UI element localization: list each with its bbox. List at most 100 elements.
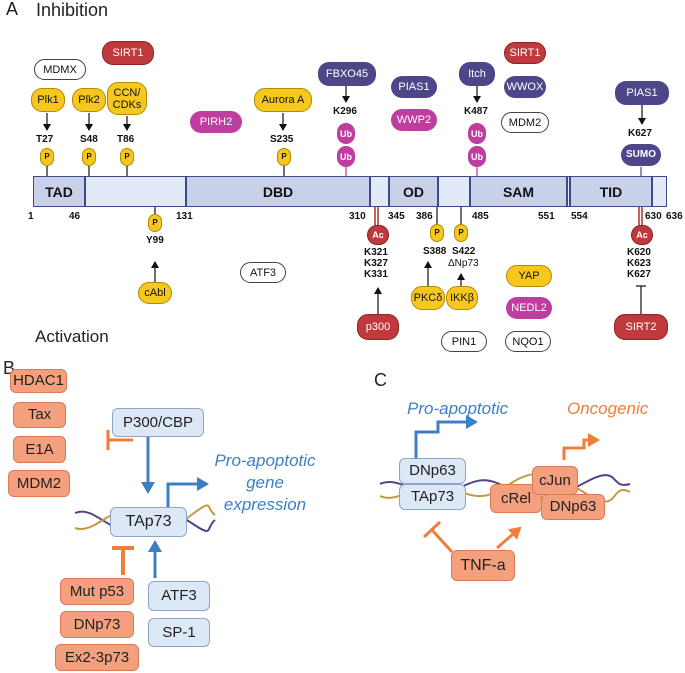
protein-pias1: PIAS1: [391, 76, 437, 98]
heading-activation: Activation: [35, 327, 109, 346]
position-label: 485: [472, 211, 489, 222]
regulator-tax: Tax: [13, 402, 66, 428]
site-label: K623: [627, 258, 651, 269]
kinase-aurora-a: Aurora A: [254, 88, 312, 112]
sumo-marker: SUMO: [621, 144, 661, 166]
panel-label-c: C: [374, 370, 387, 390]
protein-mdmx: MDMX: [34, 59, 86, 80]
phospho-marker: P: [120, 148, 134, 166]
protein-tap73: TAp73: [399, 484, 466, 510]
regulator-mut-p53: Mut p53: [60, 578, 134, 605]
position-label: 310: [349, 211, 366, 222]
regulator-hdac1: HDAC1: [10, 369, 67, 393]
phospho-marker: P: [430, 224, 444, 242]
regulator-crel: cRel: [490, 484, 542, 513]
protein-wwox: WWOX: [504, 76, 546, 98]
kinase-plk1: Plk1: [31, 88, 65, 112]
phospho-marker: P: [40, 148, 54, 166]
outcome-label: Pro-apoptotic gene expression: [200, 450, 330, 516]
regulator-dnp73: DNp73: [60, 611, 134, 638]
arrow-tnfa-to-crel: [496, 526, 522, 550]
protein-dnp63: DNp63: [399, 458, 466, 484]
protein-p300: p300: [357, 314, 399, 340]
heading-inhibition: Inhibition: [36, 0, 109, 20]
phospho-marker: P: [82, 148, 96, 166]
phospho-marker: P: [277, 148, 291, 166]
domain-linker-2: [370, 176, 389, 207]
regulator-e1a: E1A: [13, 436, 66, 463]
site-label: T86: [117, 134, 135, 145]
regulator-ex2-3p73: Ex2-3p73: [55, 644, 139, 671]
regulator-dnp63: DNp63: [541, 494, 605, 520]
site-label: S235: [270, 134, 294, 145]
kinase-plk2: Plk2: [72, 88, 106, 112]
label-pro-apoptotic: Pro-apoptotic: [407, 399, 509, 418]
domain-sam: SAM: [470, 176, 567, 207]
domain-linker-3: [438, 176, 470, 207]
activator-p300-cbp: P300/CBP: [112, 408, 204, 437]
activator-atf3: ATF3: [148, 581, 210, 611]
site-label: S422: [452, 246, 476, 257]
position-label: 386: [416, 211, 433, 222]
site-label: K296: [333, 106, 357, 117]
kinase-ikkb: IKKβ: [446, 286, 478, 310]
site-label: S48: [80, 134, 98, 145]
site-label: K331: [364, 269, 388, 280]
protein-wwp2: WWP2: [391, 109, 437, 131]
protein-mdm2: MDM2: [501, 112, 549, 133]
ubiquitin-marker: Ub: [337, 123, 355, 144]
regulator-cjun: cJun: [532, 466, 578, 495]
kinase-pkcd: PKCδ: [411, 286, 445, 310]
kinase-cabl: cAbl: [138, 282, 172, 304]
arrow-pro-apoptotic-b: [166, 477, 209, 510]
domain-od: OD: [389, 176, 438, 207]
site-label: K627: [628, 128, 652, 139]
outcome-line: Pro-apoptotic: [214, 451, 316, 470]
domain-tad: TAD: [33, 176, 85, 207]
outcome-line: gene: [246, 473, 284, 492]
position-label: 345: [388, 211, 405, 222]
protein-yap: YAP: [506, 265, 552, 287]
protein-atf3: ATF3: [240, 262, 286, 283]
site-label: ΔNp73: [448, 258, 479, 269]
regulator-mdm2: MDM2: [8, 470, 70, 497]
site-label: T27: [36, 134, 54, 145]
site-label: K620: [627, 247, 651, 258]
protein-sirt1: SIRT1: [102, 41, 154, 65]
regulator-tnf-a: TNF-a: [451, 550, 515, 581]
position-label: 131: [176, 211, 193, 222]
label-oncogenic: Oncogenic: [567, 399, 649, 418]
protein-nqo1: NQO1: [505, 331, 551, 352]
position-label: 46: [69, 211, 81, 222]
protein-sirt1: SIRT1: [504, 42, 546, 64]
protein-pias1: PIAS1: [615, 81, 669, 105]
acetyl-marker: Ac: [367, 225, 389, 245]
domain-tail: [652, 176, 667, 207]
domain-linker-1: [85, 176, 186, 207]
outcome-line: expression: [223, 495, 307, 514]
protein-pirh2: PIRH2: [190, 111, 242, 133]
position-label: 554: [571, 211, 588, 222]
domain-tid: TID: [570, 176, 652, 207]
protein-tap73: TAp73: [110, 507, 187, 537]
site-label: Y99: [146, 235, 164, 246]
inhibit-b-left: [106, 430, 133, 450]
domain-dbd: DBD: [186, 176, 370, 207]
position-label: 551: [538, 211, 555, 222]
protein-sirt2: SIRT2: [614, 314, 668, 340]
site-label: K627: [627, 269, 651, 280]
site-label: S388: [423, 246, 447, 257]
phospho-marker: P: [148, 214, 162, 232]
position-label: 1: [28, 211, 34, 222]
position-label: 630: [645, 211, 662, 222]
phospho-marker: P: [454, 224, 468, 242]
inhibit-c: [422, 520, 454, 554]
activator-sp1: SP-1: [148, 618, 210, 647]
site-label: K487: [464, 106, 488, 117]
site-label: K327: [364, 258, 388, 269]
ubiquitin-marker: Ub: [337, 146, 355, 167]
acetyl-marker: Ac: [631, 225, 653, 245]
inhibit-b-bottom: [112, 546, 134, 575]
protein-fbxo45: FBXO45: [318, 62, 376, 86]
